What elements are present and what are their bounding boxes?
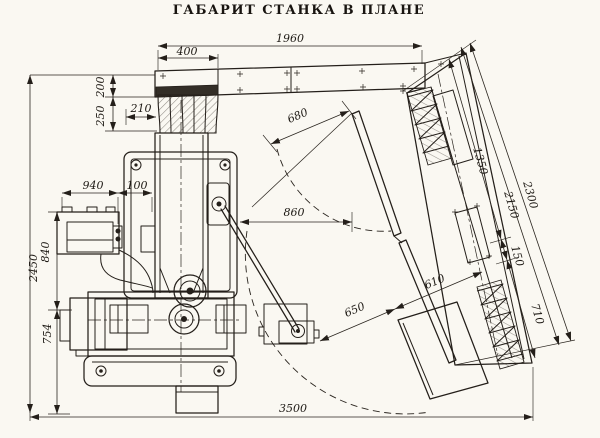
svg-text:2300: 2300	[520, 179, 540, 210]
dimension-250: 250	[94, 97, 157, 132]
dimension-3500: 3500	[29, 367, 534, 421]
side-bracket	[140, 225, 156, 253]
upper-door-swing-arc	[276, 148, 392, 232]
door-swing-arcs	[244, 148, 431, 415]
dimension-210: 210	[125, 102, 156, 125]
pedestal	[175, 385, 219, 414]
svg-text:210: 210	[130, 102, 152, 115]
svg-text:200: 200	[94, 77, 107, 99]
lower-door-panel	[397, 301, 489, 400]
open-door-upper	[351, 110, 402, 237]
svg-text:3500: 3500	[279, 402, 307, 415]
svg-text:840: 840	[39, 242, 52, 263]
svg-text:250: 250	[94, 106, 107, 128]
handwheel-icon	[168, 274, 207, 335]
cable-run-2	[100, 253, 153, 289]
dimension-100: 100	[118, 179, 153, 212]
dimension-200: 200	[30, 74, 155, 99]
open-door-lower	[398, 239, 457, 364]
dimension-2450: 2450	[27, 75, 40, 413]
dimension-860: 860	[240, 206, 353, 232]
lower-door-swing-arc	[244, 230, 431, 415]
svg-text:680: 680	[285, 106, 309, 126]
cable-run	[118, 249, 154, 294]
svg-text:400: 400	[176, 45, 198, 58]
dimension-2150: 2150	[460, 46, 560, 346]
dimension-940: 940	[61, 179, 119, 224]
svg-text:2150: 2150	[501, 189, 521, 220]
svg-text:710: 710	[528, 302, 546, 326]
rod-clamp	[263, 303, 308, 345]
machine-column-and-head	[123, 132, 238, 299]
dimension-610: 610	[394, 271, 483, 310]
dimensions: 1960 400 200 250 210 940	[27, 32, 576, 421]
base-screw-icon	[95, 365, 225, 377]
svg-text:940: 940	[83, 179, 104, 192]
cabinet-connector	[112, 225, 123, 249]
svg-text:754: 754	[41, 324, 54, 345]
drawing-title: ГАБАРИТ СТАНКА В ПЛАНЕ	[173, 3, 425, 18]
rotated-cabinet-unit	[351, 52, 533, 400]
svg-text:650: 650	[342, 300, 366, 320]
pivot-bracket	[206, 182, 230, 226]
machine-base	[83, 274, 247, 414]
svg-text:860: 860	[284, 206, 305, 219]
svg-text:2450: 2450	[27, 254, 40, 283]
base-flange	[83, 355, 237, 387]
dimension-754: 754	[41, 310, 70, 415]
left-feed-knob	[109, 304, 149, 334]
dimension-1960: 1960	[157, 32, 423, 70]
control-rod	[220, 205, 320, 345]
head-screw-icon	[130, 159, 231, 171]
dimension-840: 840	[39, 211, 72, 311]
right-feed-knob	[215, 304, 247, 334]
dimension-400: 400	[158, 45, 219, 68]
electrical-cabinet	[56, 206, 154, 357]
svg-text:100: 100	[127, 179, 148, 192]
svg-text:1960: 1960	[276, 32, 304, 45]
svg-text:1350: 1350	[470, 146, 490, 176]
dimension-650: 650	[319, 300, 396, 342]
upper-roller-section	[406, 86, 453, 166]
cable-bundle	[155, 84, 219, 134]
dimension-680: 680	[251, 100, 357, 208]
